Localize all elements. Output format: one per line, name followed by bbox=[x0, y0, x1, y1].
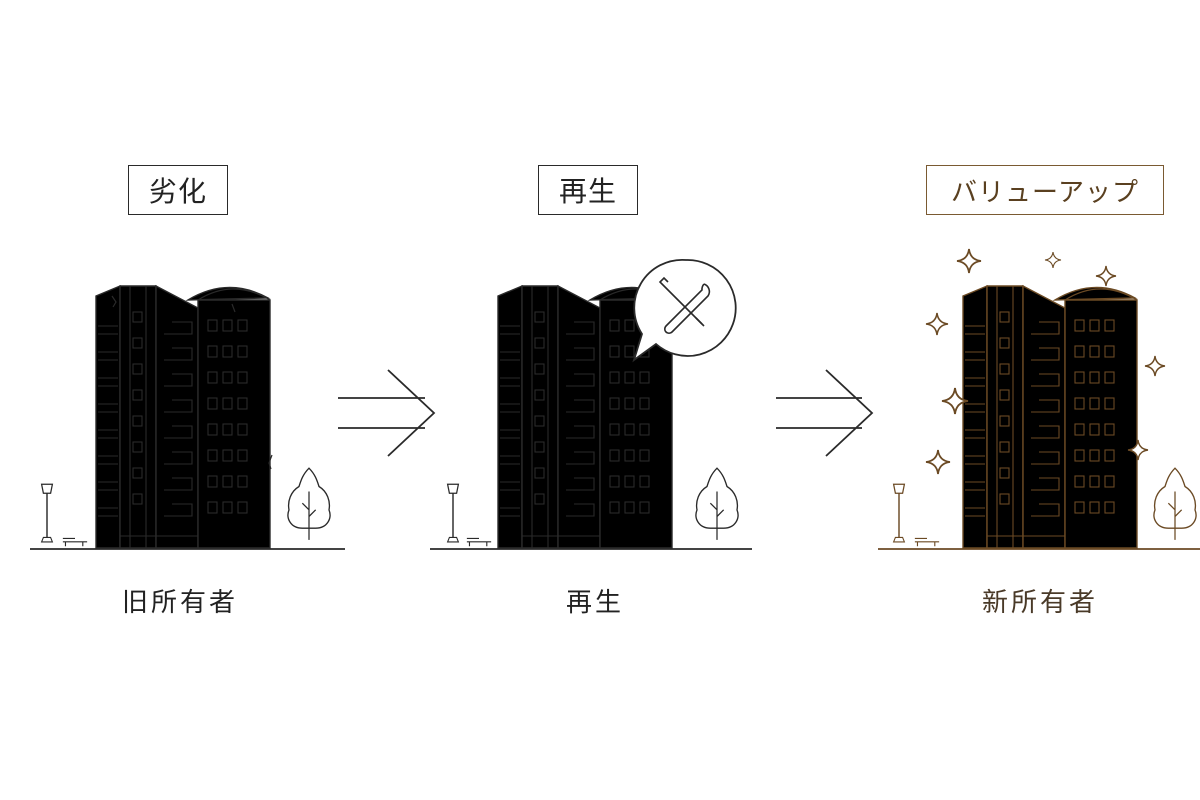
tools-bubble bbox=[632, 258, 737, 363]
building-value-up bbox=[962, 285, 1138, 549]
building-deteriorated: #s1 .body{fill:#f2f2f2;} #s1 .roof{fill:… bbox=[95, 285, 273, 549]
caption-regenerate: 再生 bbox=[565, 588, 624, 618]
tree-icon bbox=[287, 467, 331, 541]
sparkle-icon bbox=[1144, 355, 1166, 377]
sparkle-icon bbox=[956, 248, 982, 274]
sparkle-icon bbox=[1044, 251, 1062, 269]
bench-icon bbox=[62, 537, 88, 547]
street-lamp-icon bbox=[892, 483, 906, 543]
tools-icon bbox=[658, 276, 711, 335]
bench-icon bbox=[466, 537, 492, 547]
caption-previous-owner: 旧所有者 bbox=[121, 588, 238, 618]
caption-new-owner: 新所有者 bbox=[981, 588, 1098, 618]
bench-icon bbox=[914, 537, 940, 547]
tree-icon bbox=[1153, 467, 1197, 541]
arrow-right-icon bbox=[338, 369, 436, 457]
sparkle-icon bbox=[925, 312, 949, 336]
arrow-right-icon bbox=[776, 369, 874, 457]
stage-title-value-up: バリューアップ bbox=[926, 165, 1164, 215]
stage-title-deteriorated: 劣化 bbox=[128, 165, 228, 215]
stage-title-regenerate: 再生 bbox=[538, 165, 638, 215]
sparkle-icon bbox=[925, 449, 951, 475]
sparkle-icon bbox=[1095, 265, 1117, 287]
tree-icon bbox=[695, 467, 739, 541]
street-lamp-icon bbox=[446, 483, 460, 543]
crack-marks bbox=[111, 295, 273, 470]
street-lamp-icon bbox=[40, 483, 54, 543]
